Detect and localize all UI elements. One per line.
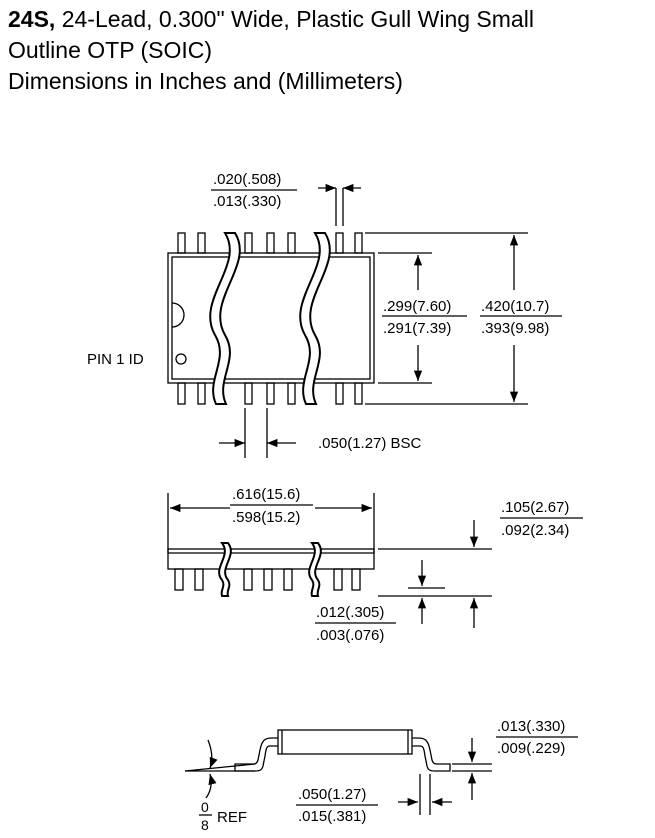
title-line-2: Outline OTP (SOIC) (8, 37, 213, 63)
overall-width-min: .393(9.98) (481, 320, 549, 337)
end-body (277, 729, 413, 755)
bottom-leads (177, 382, 363, 405)
title-line-3: Dimensions in Inches and (Millimeters) (8, 68, 403, 94)
notch (171, 302, 185, 328)
body-width-min: .291(7.39) (383, 320, 451, 337)
package-body-inner (171, 256, 371, 380)
break-line-left (209, 232, 241, 405)
break-line-right (299, 232, 331, 405)
top-leads (177, 232, 363, 254)
lead-pitch: .050(1.27) BSC (318, 435, 422, 452)
side-leads (174, 568, 361, 591)
end-view: 0 8 REF .013(.330) .009(.229) .050(1.27)… (184, 718, 578, 833)
height-max: .105(2.67) (501, 499, 569, 516)
lead-thickness-max: .013(.330) (497, 718, 565, 735)
left-lead (234, 737, 278, 772)
package-code: 24S, (8, 6, 56, 32)
side-break-right (308, 542, 322, 597)
standoff-min: .003(.076) (316, 627, 384, 644)
pin1-dot (175, 353, 187, 365)
title-line-1: 24S, 24-Lead, 0.300" Wide, Plastic Gull … (8, 4, 534, 35)
angle-bottom: 8 (201, 817, 209, 833)
body-width-max: .299(7.60) (383, 298, 451, 315)
lead-width-min: .013(.330) (213, 193, 281, 210)
side-break-left (218, 542, 232, 597)
top-view: PIN 1 ID .020(.508) .013(.330) .299(7.60… (87, 171, 562, 458)
height-min: .092(2.34) (501, 522, 569, 539)
package-body-outline (167, 252, 375, 384)
side-view: .616(15.6) .598(15.2) .105(2.67) .092(2.… (167, 486, 583, 644)
standoff-max: .012(.305) (316, 604, 384, 621)
angle-suffix: REF (217, 809, 247, 826)
body-length-max: .616(15.6) (232, 486, 300, 503)
title-text: 24-Lead, 0.300" Wide, Plastic Gull Wing … (55, 6, 534, 32)
foot-length-min: .015(.381) (298, 808, 366, 825)
body-length-min: .598(15.2) (232, 509, 300, 526)
foot-length-max: .050(1.27) (298, 786, 366, 803)
lead-thickness-min: .009(.229) (497, 740, 565, 757)
pin1-label: PIN 1 ID (87, 351, 144, 368)
overall-width-max: .420(10.7) (481, 298, 549, 315)
angle-top: 0 (201, 799, 209, 815)
right-lead (412, 737, 451, 772)
header: 24S, 24-Lead, 0.300" Wide, Plastic Gull … (8, 4, 534, 97)
side-body (167, 548, 375, 570)
lead-width-max: .020(.508) (213, 171, 281, 188)
